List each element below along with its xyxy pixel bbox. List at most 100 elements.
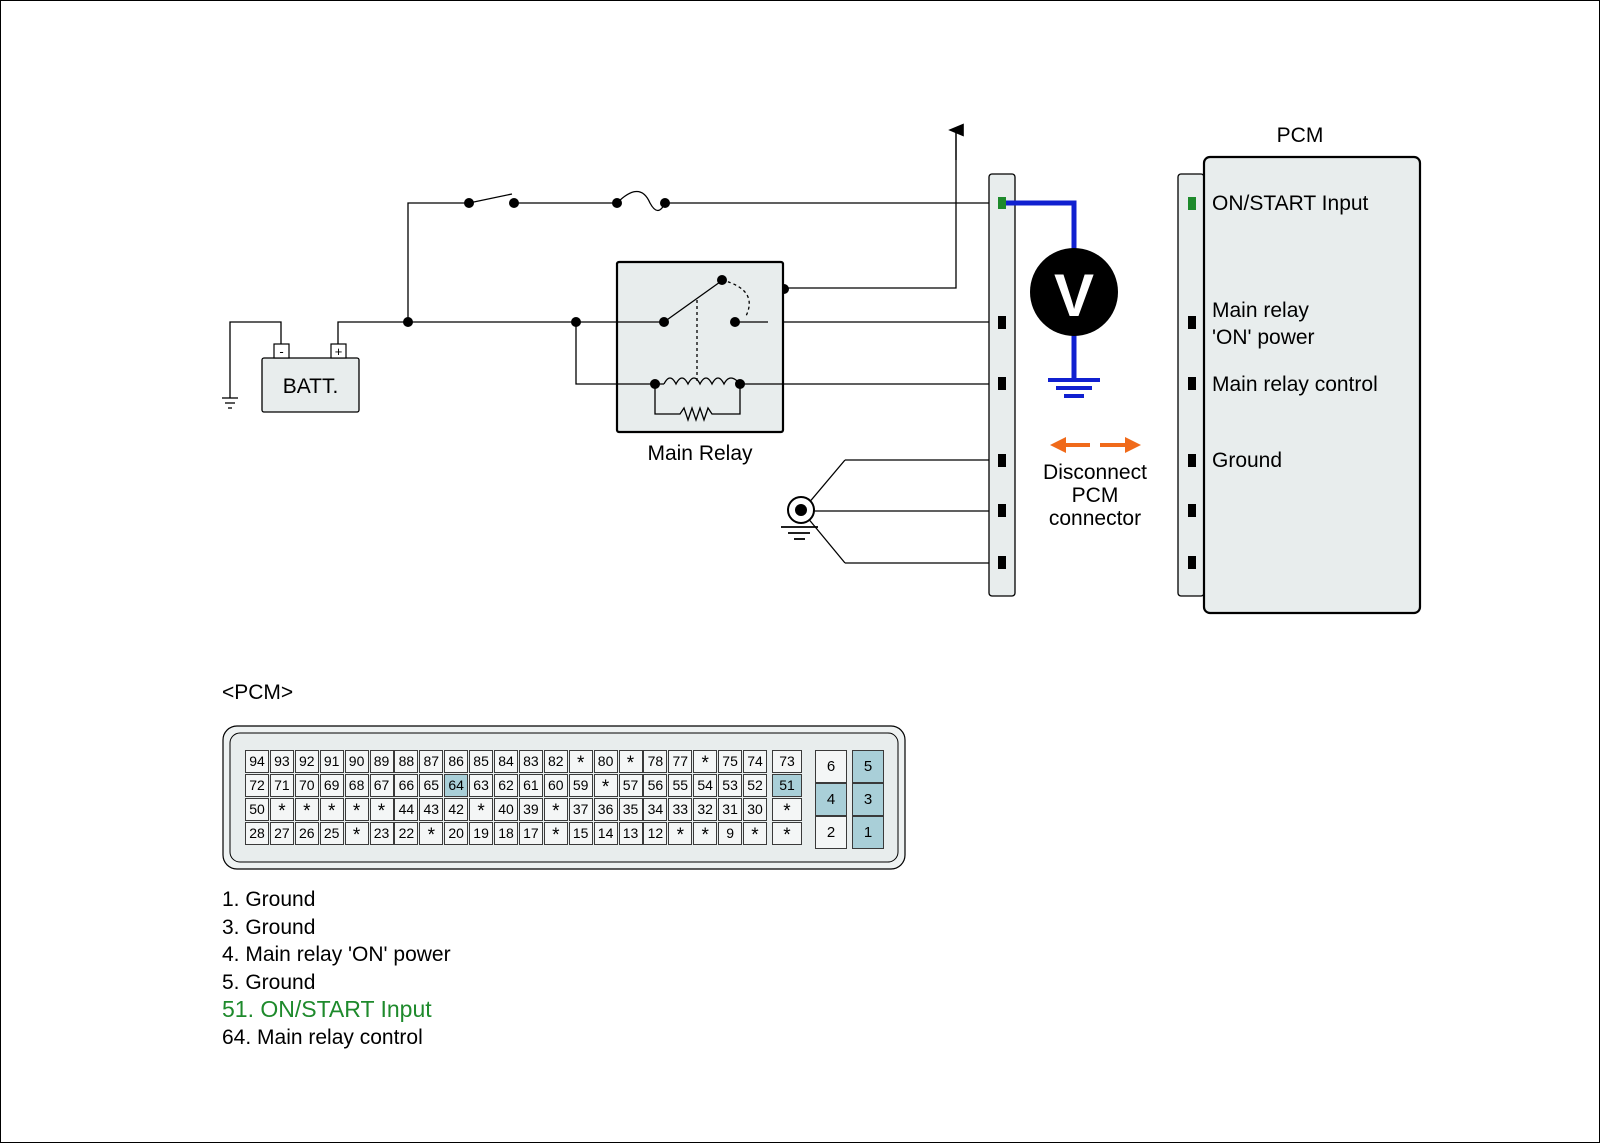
connector-pin: 68 xyxy=(344,774,369,797)
connector-pin: 9 xyxy=(718,822,743,845)
voltmeter-symbol: V xyxy=(1054,262,1094,329)
connector-pin: * xyxy=(772,798,802,822)
connector-pin: 36 xyxy=(593,798,618,821)
disconnect-note-line1: Disconnect xyxy=(1043,461,1147,484)
pcm-pin-main-relay-on-power-line1: Main relay xyxy=(1212,299,1309,322)
connector-pin: 67 xyxy=(369,774,394,797)
connector-pin: 65 xyxy=(419,774,444,797)
connector-pin: * xyxy=(593,774,618,798)
connector-pin: 25 xyxy=(319,822,344,845)
connector-pin: 12 xyxy=(643,822,668,845)
connector-pin: 40 xyxy=(494,798,518,821)
connector-pin: * xyxy=(743,822,767,846)
connector-pin: 66 xyxy=(394,774,419,797)
connector-pin: 31 xyxy=(718,798,743,821)
connector-pin: * xyxy=(319,798,344,822)
connector-pin: 19 xyxy=(469,822,494,845)
connector-pin: 89 xyxy=(369,750,394,773)
connector-pin: 44 xyxy=(394,798,419,821)
connector-pin: 53 xyxy=(718,774,743,797)
disconnect-arrows-icon xyxy=(1050,437,1141,453)
legend-item: 64. Main relay control xyxy=(222,1025,423,1049)
connector-pin: 91 xyxy=(319,750,344,773)
connector-pin: 33 xyxy=(668,798,693,821)
connector-pin: 59 xyxy=(568,774,593,797)
connector-pin: 64 xyxy=(444,774,469,797)
connector-pin: 75 xyxy=(718,750,743,773)
connector-pin: 18 xyxy=(494,822,518,845)
connector-pin: * xyxy=(469,798,494,822)
connector-pin: 61 xyxy=(518,774,543,797)
legend-item: 4. Main relay 'ON' power xyxy=(222,943,451,966)
connector-pin: 51 xyxy=(772,774,802,797)
connector-power-pin: 1 xyxy=(852,816,884,849)
pin-legend: 1. Ground 3. Ground 4. Main relay 'ON' p… xyxy=(222,886,451,1051)
connector-pin: 52 xyxy=(743,774,767,797)
connector-pin: 54 xyxy=(693,774,718,797)
connector-pin: 15 xyxy=(568,822,593,845)
connector-pin: 17 xyxy=(518,822,543,845)
connector-pin: 39 xyxy=(518,798,543,821)
connector-pin: 94 xyxy=(245,750,269,773)
connector-pin: * xyxy=(772,822,802,846)
pcm-pin-main-relay-on-power-line2: 'ON' power xyxy=(1212,326,1315,349)
connector-pin: 30 xyxy=(743,798,767,821)
connector-pin: 74 xyxy=(743,750,767,773)
connector-pin: 37 xyxy=(568,798,593,821)
connector-pin: 71 xyxy=(269,774,294,797)
battery: - + BATT. xyxy=(261,343,360,413)
connector-pin: 23 xyxy=(369,822,394,845)
connector-pin: 60 xyxy=(543,774,568,797)
connector-pin: 50 xyxy=(245,798,269,821)
connector-power-pin: 4 xyxy=(815,783,847,816)
connector-pin: * xyxy=(543,798,568,822)
connector-pin: 63 xyxy=(469,774,494,797)
connector-power-pin: 6 xyxy=(815,750,847,783)
connector-pin: 35 xyxy=(618,798,643,821)
connector-pin: * xyxy=(294,798,319,822)
legend-item: 5. Ground xyxy=(222,970,316,994)
pcm-pin-on-start-label: ON/START Input xyxy=(1212,192,1369,215)
legend-item-highlighted: 51. ON/START Input xyxy=(222,996,432,1022)
connector-pin: * xyxy=(543,822,568,846)
connector-power-pin: 3 xyxy=(852,783,884,816)
connector-pin: 73 xyxy=(772,750,802,773)
connector-pin: 86 xyxy=(444,750,469,773)
connector-pin: 20 xyxy=(444,822,469,845)
connector-pin: * xyxy=(693,822,718,846)
connector-pin: 55 xyxy=(668,774,693,797)
harness-connector xyxy=(988,173,1016,597)
connector-pin: 92 xyxy=(294,750,319,773)
connector-pin: 77 xyxy=(668,750,693,773)
connector-pin: 80 xyxy=(593,750,618,773)
connector-pin: 88 xyxy=(394,750,419,773)
pcm-module: PCM xyxy=(1177,124,1422,615)
connector-pin: 14 xyxy=(593,822,618,845)
pcm-title: PCM xyxy=(1277,124,1324,147)
connector-pin: * xyxy=(419,822,444,846)
connector-pin: 13 xyxy=(618,822,643,845)
connector-pin: * xyxy=(693,750,718,774)
connector-pin: * xyxy=(344,798,369,822)
connector-pin: * xyxy=(668,822,693,846)
battery-neg-mark: - xyxy=(279,344,283,359)
connector-pin: 87 xyxy=(419,750,444,773)
battery-ground xyxy=(222,321,282,409)
connector-pin: 90 xyxy=(344,750,369,773)
connector-pin: 72 xyxy=(245,774,269,797)
connector-power-pin: 5 xyxy=(852,750,884,783)
connector-pin: * xyxy=(269,798,294,822)
legend-item: 1. Ground xyxy=(222,888,316,911)
connector-pin: * xyxy=(344,822,369,846)
connector-pin: 69 xyxy=(319,774,344,797)
disconnect-note-line3: connector xyxy=(1048,507,1142,530)
battery-pos-mark: + xyxy=(335,344,343,359)
battery-label: BATT. xyxy=(283,375,339,398)
connector-power-pin: 2 xyxy=(815,816,847,849)
connector-pin: 43 xyxy=(419,798,444,821)
connector-pin: 83 xyxy=(518,750,543,773)
legend-item: 3. Ground xyxy=(222,915,316,939)
pcm-pin-ground-label: Ground xyxy=(1212,449,1283,472)
main-relay: Main Relay xyxy=(615,260,785,465)
chassis-ground-icon xyxy=(781,496,818,540)
